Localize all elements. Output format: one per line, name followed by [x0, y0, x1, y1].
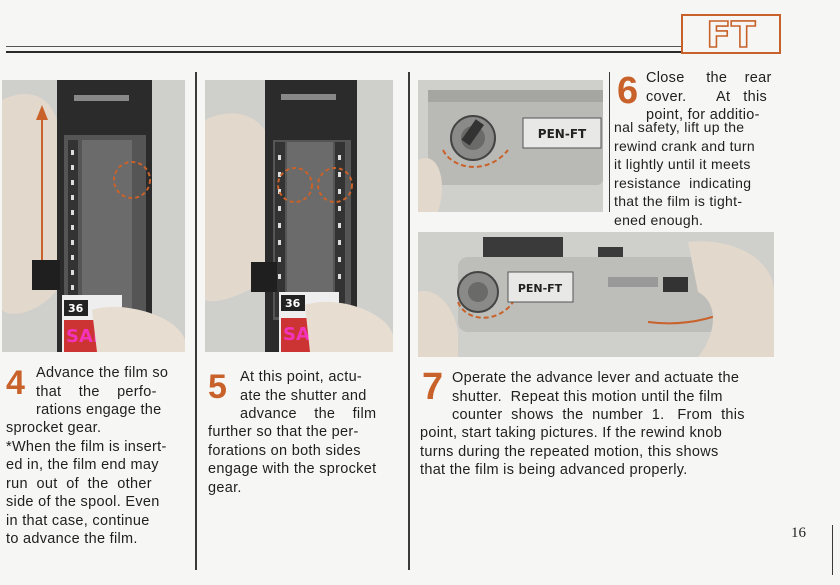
step-5-body-line: forations on both sides: [208, 442, 361, 459]
step-5-number: 5: [208, 368, 227, 406]
step-4-body-line: to advance the film.: [6, 531, 138, 547]
step-7-body-line: that the film is being advanced properly…: [420, 462, 688, 478]
step-6-body-line: ened enough.: [614, 211, 704, 228]
step-5-body-line: engage with the sprocket: [208, 461, 377, 477]
step-7-lead-line: shutter. Repeat this motion until the fi…: [452, 388, 723, 405]
step-7-lead: Operate the advance lever and actuate th…: [452, 369, 797, 425]
p7-camera-brand: PEN-FT: [518, 282, 563, 295]
divider-col-1: [195, 72, 197, 570]
step-5-body-line: gear.: [208, 479, 242, 496]
header-rule-thin: [6, 46, 682, 47]
step-6-body-line: rewind crank and turn: [614, 137, 755, 154]
p6-camera-brand: PEN-FT: [538, 127, 587, 141]
step-6-body-line: resistance indicating: [614, 174, 752, 191]
step-7-body-line: point, start taking pictures. If the rew…: [420, 425, 723, 441]
photo-step-7: PEN-FT: [418, 232, 774, 357]
step-6-body: nal safety, lift up the rewind crank and…: [614, 118, 789, 229]
step-4-body: sprocket gear. *When the film is insert-…: [6, 419, 196, 549]
step-4-lead-line: Advance the film so: [36, 365, 169, 381]
step-5-body-line: further so that the per-: [208, 424, 359, 440]
p5-counter-label: 36: [285, 297, 301, 310]
step-6-lead: Close the rear cover. At this point, for…: [646, 69, 786, 125]
step-7-lead-line: counter shows the number 1. From this: [452, 407, 745, 423]
photo-step-4: 36 SAK: [2, 80, 185, 352]
logo-text: FT: [706, 15, 756, 54]
step-4-body-line: sprocket gear.: [6, 420, 102, 436]
step-4-body-line: run out of the other: [6, 475, 152, 492]
step-4-lead: Advance the film so that the perfo- rati…: [36, 364, 196, 420]
step-6-lead-line: point, for additio-: [646, 107, 760, 123]
step-4-body-line: ed in, the film end may: [6, 457, 159, 473]
step-7-lead-line: Operate the advance lever and actuate th…: [452, 370, 740, 386]
step-4-body-line: in that case, continue: [6, 512, 150, 529]
step-4-body-line: *When the film is insert-: [6, 438, 167, 455]
ft-logo: FT: [681, 14, 781, 54]
step-6-lead-line: Close the rear: [646, 70, 772, 86]
step-7-body: point, start taking pictures. If the rew…: [420, 424, 800, 480]
divider-right: [832, 525, 833, 575]
p4-counter-label: 36: [68, 302, 84, 315]
page-number: 16: [791, 525, 806, 541]
divider-col-3: [609, 72, 610, 212]
step-6-body-line: that the film is tight-: [614, 193, 743, 209]
step-5-body: further so that the per- forations on bo…: [208, 423, 406, 497]
step-7-number: 7: [422, 366, 444, 408]
step-6-body-line: nal safety, lift up the: [614, 119, 745, 135]
divider-col-2: [408, 72, 410, 570]
step-4-body-line: side of the spool. Even: [6, 494, 160, 510]
step-5-lead: At this point, actu- ate the shutter and…: [240, 368, 405, 424]
step-4-lead-line: that the perfo-: [36, 383, 157, 400]
step-5-lead-line: At this point, actu-: [240, 369, 363, 385]
step-6-lead-line: cover. At this: [646, 88, 768, 105]
photo-step-5: 36 SAK: [205, 80, 393, 352]
step-5-lead-line: advance the film: [240, 406, 377, 422]
step-6-number: 6: [617, 70, 639, 112]
step-5-lead-line: ate the shutter and: [240, 387, 367, 404]
step-4-number: 4: [6, 364, 25, 402]
header-rule: [6, 51, 682, 53]
step-6-body-line: it lightly until it meets: [614, 156, 751, 172]
step-4-lead-line: rations engage the: [36, 402, 162, 418]
step-7-body-line: turns during the repeated motion, this s…: [420, 443, 719, 460]
photo-step-6: PEN-FT: [418, 80, 603, 212]
